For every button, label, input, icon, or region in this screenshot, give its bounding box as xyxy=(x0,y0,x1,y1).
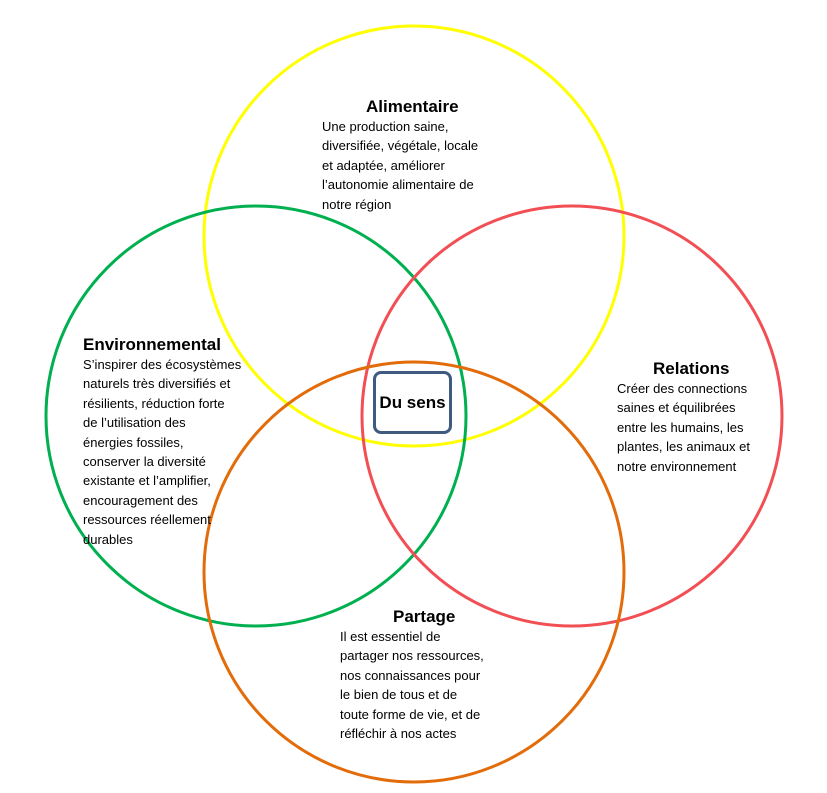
relations-title: Relations xyxy=(653,359,730,378)
environnemental-title: Environnemental xyxy=(83,335,221,354)
center-label: Du sens xyxy=(379,392,446,412)
center-label-box: Du sens xyxy=(373,371,452,434)
alimentaire-text: Une production saine, diversifiée, végét… xyxy=(322,119,479,212)
partage-title: Partage xyxy=(393,607,456,626)
alimentaire-block: Alimentaire Une production saine, divers… xyxy=(322,97,522,214)
partage-circle xyxy=(202,360,626,784)
alimentaire-title: Alimentaire xyxy=(366,97,459,116)
relations-text: Créer des connections saines et équilibr… xyxy=(617,381,750,474)
relations-circle xyxy=(360,204,784,628)
environnemental-block: Environnemental S’inspirer des écosystèm… xyxy=(83,335,273,549)
partage-text: Il est essentiel de partager nos ressour… xyxy=(340,629,484,742)
environnemental-circle xyxy=(44,204,468,628)
environnemental-text: S’inspirer des écosystèmes naturels très… xyxy=(83,357,242,547)
alimentaire-circle xyxy=(202,24,626,448)
partage-block: Partage Il est essentiel de partager nos… xyxy=(340,607,530,743)
relations-block: Relations Créer des connections saines e… xyxy=(617,359,797,476)
